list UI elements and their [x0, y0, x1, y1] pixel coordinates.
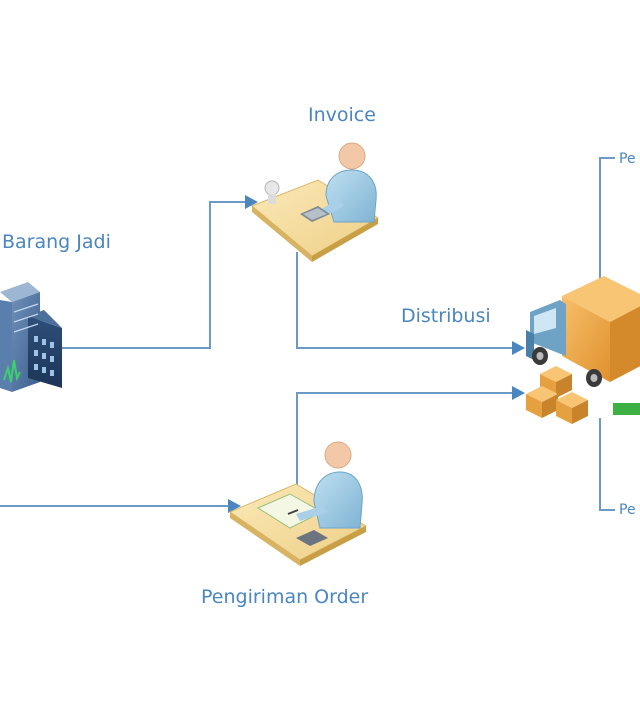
connector-branch-bottom	[599, 418, 615, 511]
arrowhead-invoice	[245, 195, 258, 209]
label-distribusi: Distribusi	[401, 305, 491, 327]
label-barang-jadi: Barang Jadi	[2, 231, 111, 253]
label-branch-bottom: Pe	[619, 502, 636, 518]
connector-invoice-to-distribution	[296, 252, 512, 349]
label-branch-top: Pe	[619, 151, 636, 167]
arrowhead-distribution-bottom	[512, 386, 525, 400]
cargo-boxes-icon	[526, 366, 588, 424]
connector-branch-top	[599, 157, 615, 290]
warehouse-building-icon	[0, 282, 62, 392]
delivery-truck-icon	[526, 276, 640, 424]
status-bar	[613, 403, 640, 415]
arrowhead-distribution-top	[512, 341, 525, 355]
connector-shipping-order-to-distribution	[296, 392, 512, 512]
connectors	[0, 157, 615, 512]
clerk-at-desk-icon	[251, 142, 379, 262]
label-invoice: Invoice	[308, 104, 376, 126]
connector-warehouse-to-invoice	[62, 201, 245, 349]
arrowheads	[228, 195, 525, 513]
arrowhead-shipping-order	[228, 499, 241, 513]
clerk-writing-icon	[228, 441, 368, 566]
label-pengiriman-order: Pengiriman Order	[201, 586, 369, 608]
